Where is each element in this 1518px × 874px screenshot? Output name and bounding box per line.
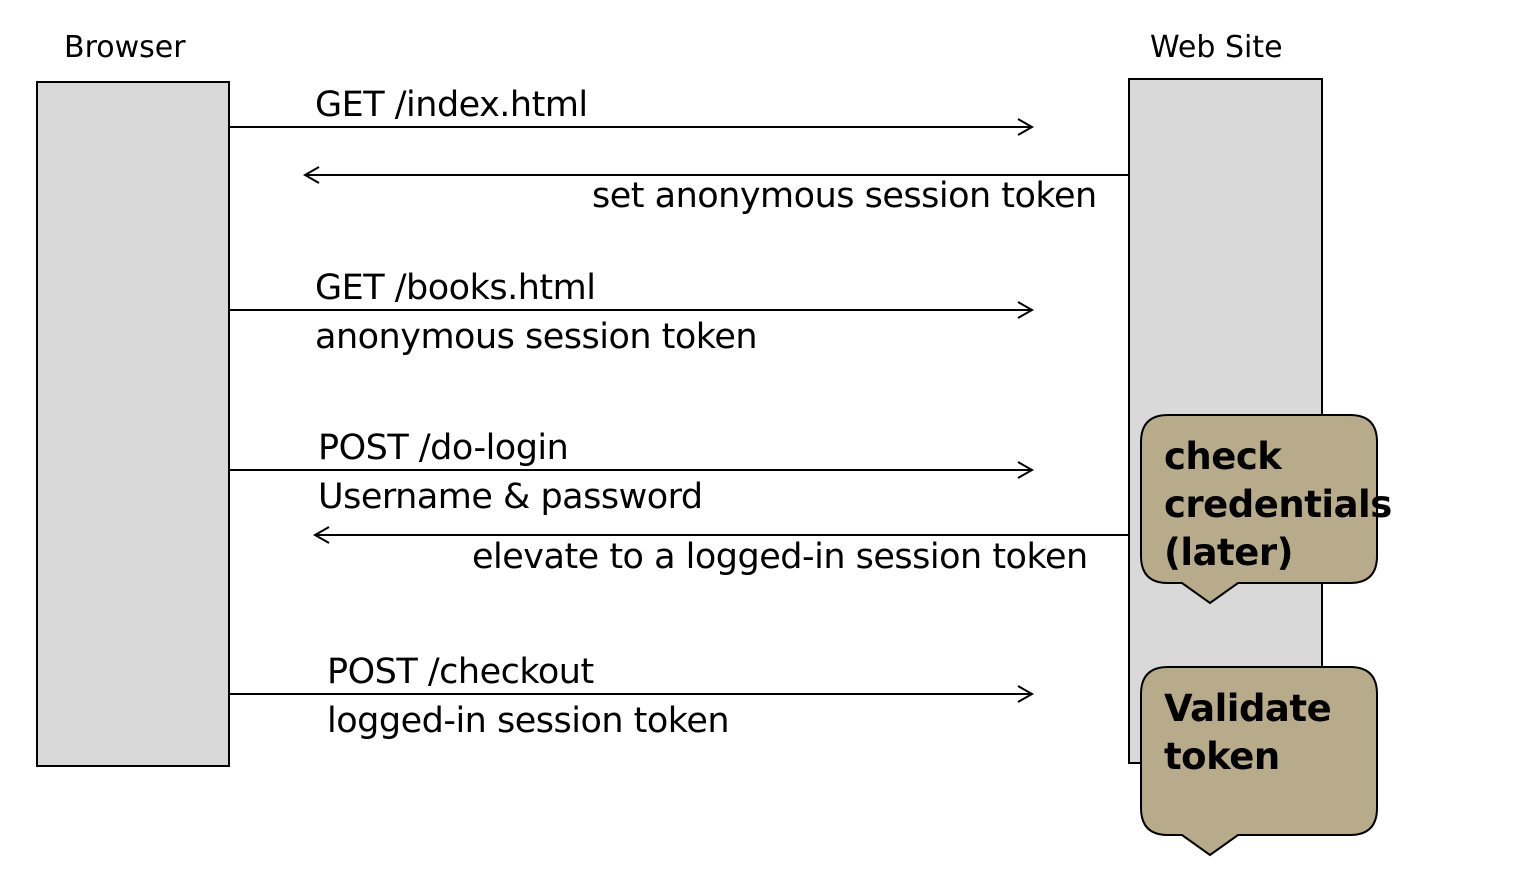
msg-elevate-token: elevate to a logged-in session token <box>472 537 1088 577</box>
arrowhead-set-anon-token <box>302 166 320 184</box>
arrowhead-post-login <box>1017 461 1035 479</box>
arrowhead-post-checkout <box>1017 685 1035 703</box>
browser-lifeline <box>36 81 230 767</box>
note-validate-line-2: token <box>1164 735 1280 778</box>
msg-username-password: Username & password <box>318 477 703 517</box>
browser-label: Browser <box>64 30 186 65</box>
note-check-line-1: check <box>1164 435 1282 478</box>
note-check-line-3: (later) <box>1164 531 1294 574</box>
msg-loggedin-token: logged-in session token <box>327 701 730 741</box>
website-label: Web Site <box>1150 30 1283 65</box>
msg-set-anon-token: set anonymous session token <box>592 176 1097 216</box>
note-check-credentials <box>1140 414 1378 605</box>
note-validate-token <box>1140 666 1378 857</box>
msg-post-login: POST /do-login <box>318 428 569 468</box>
note-check-line-2: credentials <box>1164 483 1392 526</box>
arrowhead-elevate-token <box>312 526 330 544</box>
msg-anon-token: anonymous session token <box>315 317 758 357</box>
arrowhead-get-index <box>1017 118 1035 136</box>
msg-get-books: GET /books.html <box>315 268 596 308</box>
msg-get-index: GET /index.html <box>315 85 588 125</box>
note-validate-line-1: Validate <box>1164 687 1332 730</box>
arrowhead-get-books <box>1017 301 1035 319</box>
msg-post-checkout: POST /checkout <box>327 652 594 692</box>
